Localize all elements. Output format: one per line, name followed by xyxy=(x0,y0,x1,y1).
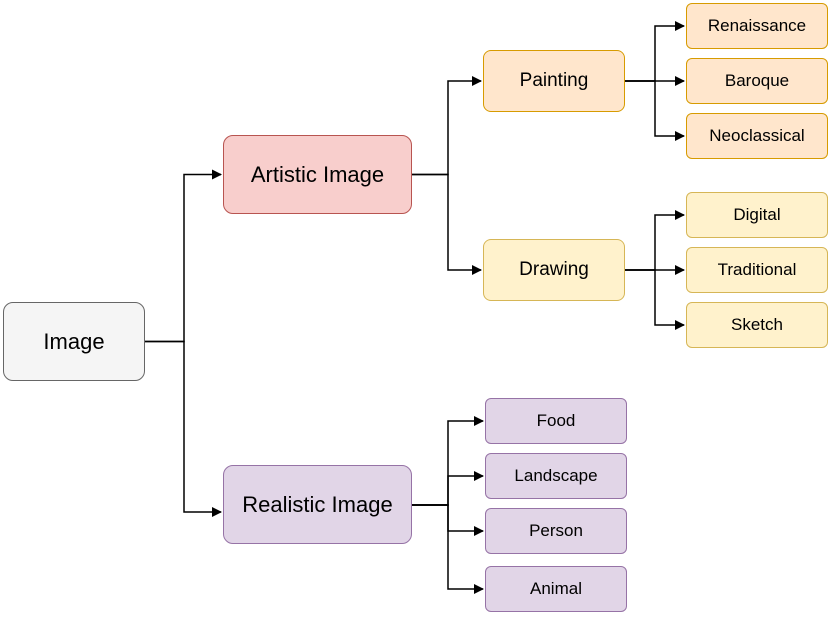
node-animal: Animal xyxy=(485,566,627,612)
node-renaissance: Renaissance xyxy=(686,3,828,49)
edge-realistic-animal xyxy=(412,504,484,594)
edge-image-realistic xyxy=(145,340,222,517)
node-painting: Painting xyxy=(483,50,625,112)
node-landscape: Landscape xyxy=(485,453,627,499)
edge-drawing-digital xyxy=(625,210,685,271)
node-drawing: Drawing xyxy=(483,239,625,301)
edge-image-artistic xyxy=(145,169,222,343)
edge-painting-neoclassical xyxy=(625,80,685,141)
node-digital: Digital xyxy=(686,192,828,238)
node-food: Food xyxy=(485,398,627,444)
edge-drawing-sketch xyxy=(625,269,685,330)
edge-artistic-painting xyxy=(412,76,482,176)
node-realistic-image: Realistic Image xyxy=(223,465,412,544)
edge-realistic-landscape xyxy=(412,471,484,506)
node-baroque: Baroque xyxy=(686,58,828,104)
node-image: Image xyxy=(3,302,145,381)
node-person: Person xyxy=(485,508,627,554)
node-sketch: Sketch xyxy=(686,302,828,348)
node-traditional: Traditional xyxy=(686,247,828,293)
edge-painting-renaissance xyxy=(625,21,685,82)
edge-artistic-drawing xyxy=(412,173,482,275)
node-artistic-image: Artistic Image xyxy=(223,135,412,214)
node-neoclassical: Neoclassical xyxy=(686,113,828,159)
